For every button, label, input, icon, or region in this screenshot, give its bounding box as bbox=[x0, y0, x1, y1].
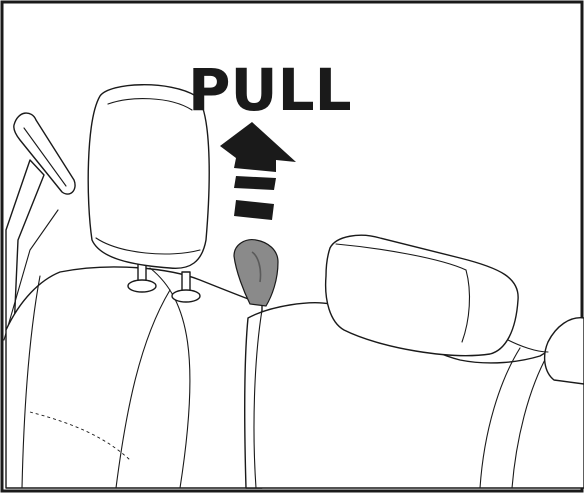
pull-label: PULL bbox=[188, 56, 352, 124]
pull-up-arrow-icon bbox=[220, 122, 296, 220]
left-seat-back bbox=[6, 267, 262, 488]
